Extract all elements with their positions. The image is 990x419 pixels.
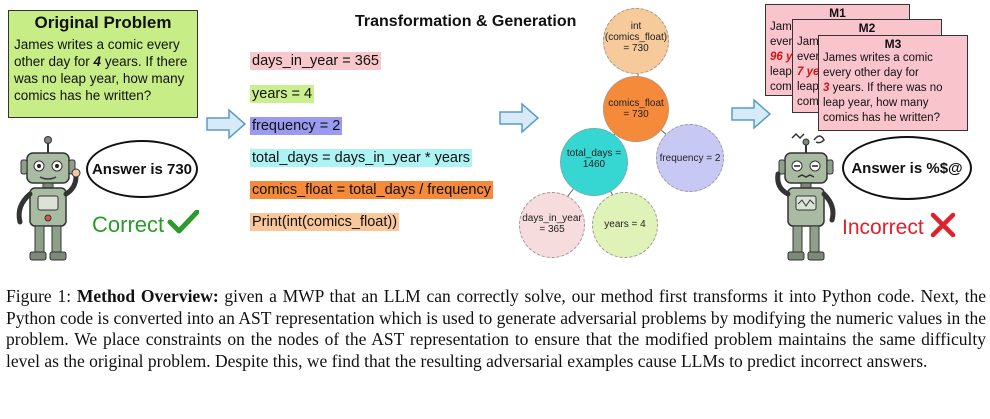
original-years-value: 4 <box>93 54 102 69</box>
ast-node-root <box>603 8 669 74</box>
arrow-right-icon <box>731 98 772 130</box>
code-line-comics-float: comics_float = total_days / frequency <box>250 181 493 199</box>
ast-node-frequency-label: frequency = 2 <box>657 153 723 164</box>
caption-body: given a MWP that an LLM can correctly so… <box>6 286 986 371</box>
cross-icon <box>930 212 955 238</box>
checkmark-icon <box>167 209 200 234</box>
original-problem-title: Original Problem <box>34 13 172 32</box>
code-line-frequency: frequency = 2 <box>250 117 343 135</box>
card-m3-number: 3 <box>823 82 830 94</box>
card-m2-line2: ever <box>797 51 820 63</box>
ast-root-line2: (comics_float) <box>604 32 668 43</box>
original-text-part1: James writes a comic every other day for <box>14 37 180 69</box>
ast-days-line2: = 365 <box>539 224 565 235</box>
ast-node-comics-float <box>603 76 669 142</box>
arrow-right-icon <box>206 108 247 140</box>
arrow-right-icon <box>499 102 540 134</box>
original-problem-text: James writes a comic every other day for… <box>14 36 192 104</box>
ast-node-days-in-year <box>519 192 585 258</box>
card-m3-title: M3 <box>884 37 902 51</box>
ast-total-line2: 1460 <box>582 159 606 170</box>
right-answer-bubble: Answer is %$@ <box>842 136 972 200</box>
ast-node-total-label: total_days = 1460 <box>561 148 627 170</box>
card-m1-line1: Jam <box>770 21 792 33</box>
card-m1-line3: 96 y <box>766 50 909 65</box>
code-line-total-days: total_days = days_in_year * years <box>250 149 473 167</box>
ast-total-line1: total_days = <box>566 148 622 159</box>
card-m1-number: 96 y <box>770 51 793 63</box>
ast-years-line1: years = 4 <box>604 219 646 230</box>
figure-caption: Figure 1: Method Overview: given a MWP t… <box>6 286 986 372</box>
incorrect-label: Incorrect <box>842 216 924 239</box>
card-m2-title: M2 <box>858 21 876 35</box>
card-m1-line2: ever <box>770 36 793 48</box>
modified-problem-card-m3: M3 James writes a comic every other day … <box>818 35 968 131</box>
ast-comics-line2: = 730 <box>623 109 649 120</box>
right-answer-text: Answer is %$@ <box>851 159 963 177</box>
ast-node-years-label: years = 4 <box>593 219 657 230</box>
robot-left-icon <box>16 136 81 261</box>
card-m2-line5: comi <box>797 96 822 108</box>
ast-node-total-days <box>560 128 628 196</box>
card-m3-line1: James writes a comic <box>823 52 933 64</box>
ast-node-comics-label: comics_float = 730 <box>604 98 668 120</box>
card-m1-title: M1 <box>829 6 846 20</box>
caption-lead: Method Overview: <box>76 286 219 306</box>
ast-days-line1: days_in_year <box>522 213 582 224</box>
code-line-years: years = 4 <box>250 85 315 103</box>
code-line-days-in-year: days_in_year = 365 <box>250 52 381 70</box>
left-answer-bubble: Answer is 730 <box>86 140 198 198</box>
ast-node-root-label: int (comics_float) = 730 <box>604 21 668 54</box>
ast-frequency-line1: frequency = 2 <box>659 153 721 164</box>
ast-node-days-label: days_in_year = 365 <box>520 213 584 235</box>
card-m1-line5: com <box>770 81 792 93</box>
caption-prefix: Figure 1: <box>6 286 77 306</box>
card-m3-line4: leap year, how many <box>823 97 929 109</box>
robot-confused-icon <box>775 132 836 261</box>
ast-node-frequency <box>656 124 724 192</box>
card-m1-line4: leap <box>770 66 792 78</box>
correct-label: Correct <box>92 212 165 237</box>
incorrect-verdict: Incorrect <box>842 212 957 240</box>
original-text-part2: years. If there was no leap year, how ma… <box>14 54 188 103</box>
original-problem-box: Original Problem James writes a comic ev… <box>8 10 198 118</box>
card-m2-line4: leap <box>797 81 819 93</box>
correct-verdict: Correct <box>92 209 200 238</box>
card-m3-line5: comics has he written? <box>823 112 940 124</box>
card-m3-line3-rest: years. If there was no <box>829 82 943 94</box>
card-m3-line3: 3 years. If there was no <box>819 81 967 96</box>
ast-root-line1: int <box>630 21 642 32</box>
transformation-title: Transformation & Generation <box>355 13 577 30</box>
card-m3-line2: every other day for <box>823 67 919 79</box>
left-answer-text: Answer is 730 <box>91 160 193 178</box>
code-line-print: Print(int(comics_float)) <box>250 213 400 231</box>
ast-node-years <box>592 192 658 258</box>
card-m2-line1: Jam <box>797 36 819 48</box>
ast-root-line3: = 730 <box>623 43 649 54</box>
ast-comics-line1: comics_float <box>608 98 664 109</box>
